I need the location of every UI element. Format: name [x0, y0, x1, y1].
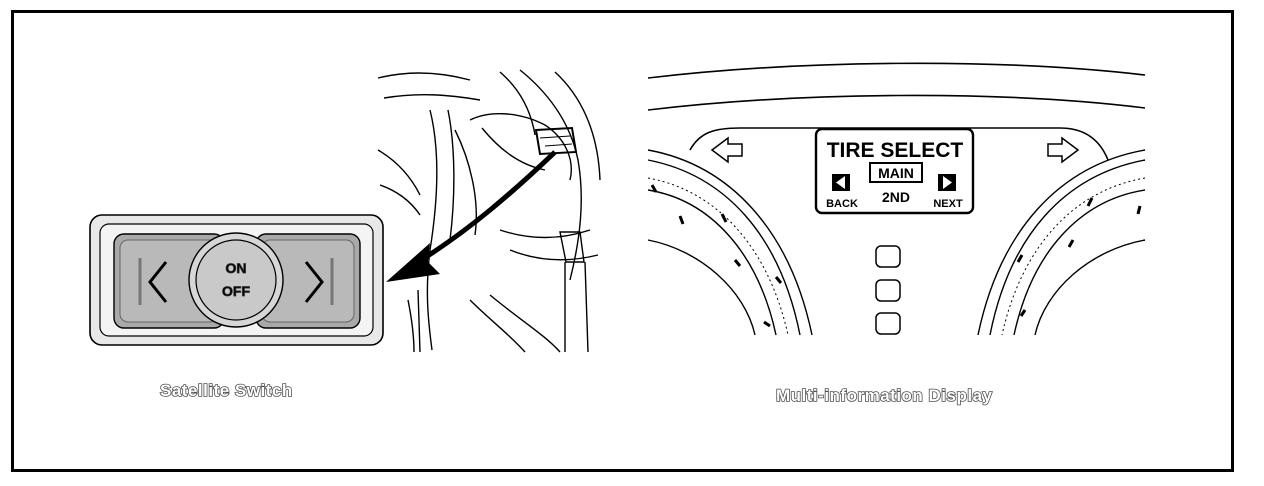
arrow-left-outline-icon [710, 136, 743, 164]
pointer-arrow [386, 150, 557, 282]
tire-select-display: TIRE SELECT MAIN 2ND BACK NEXT [814, 127, 975, 215]
satellite-switch-caption: Satellite Switch [159, 380, 293, 401]
next-label: NEXT [933, 198, 963, 210]
on-label: ON [226, 260, 247, 276]
display-caption: Multi-information Display [775, 385, 993, 406]
on-off-button[interactable]: ON OFF [188, 232, 284, 328]
off-label: OFF [222, 283, 250, 299]
satellite-switch: ON OFF [89, 214, 384, 346]
main-option: MAIN [878, 165, 914, 181]
indicator-lamps [875, 245, 901, 335]
arrow-right-outline-icon [1047, 136, 1080, 164]
back-label: BACK [826, 198, 858, 210]
chevron-right-icon [304, 261, 324, 303]
steering-wheel-sketch [377, 69, 601, 353]
display-title: TIRE SELECT [827, 139, 964, 162]
next-switch-button[interactable] [255, 233, 361, 329]
second-option: 2ND [882, 189, 910, 205]
chevron-left-icon [148, 261, 168, 303]
instrument-cluster [647, 62, 1146, 336]
